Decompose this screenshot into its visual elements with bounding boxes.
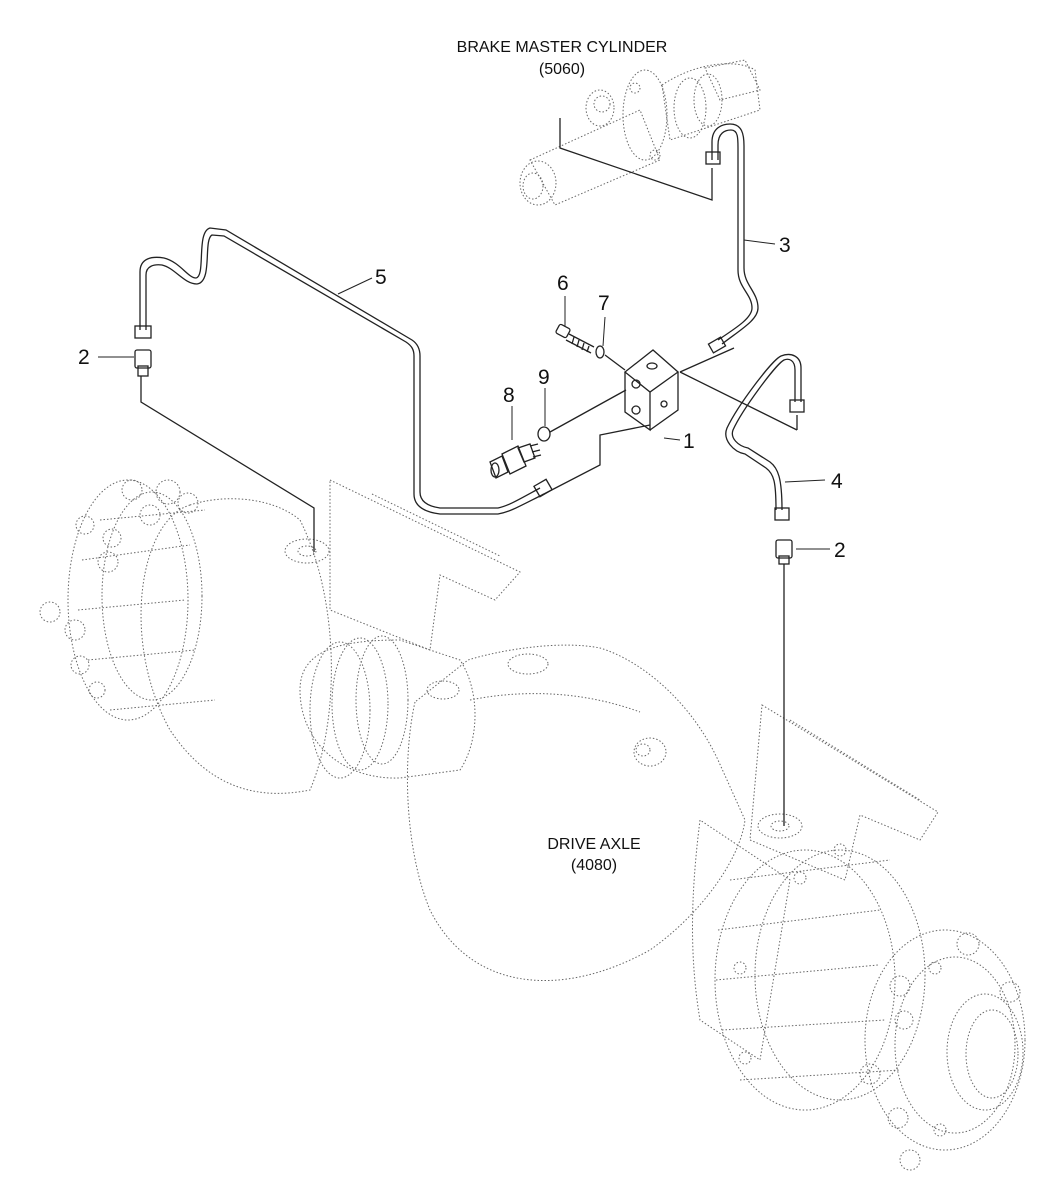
callout-7: 7 xyxy=(598,292,610,315)
callout-2-left: 2 xyxy=(78,346,90,369)
callout-1: 1 xyxy=(683,430,695,453)
callout-leaders xyxy=(98,239,830,550)
drive-axle-code: (4080) xyxy=(571,857,617,874)
callout-6: 6 xyxy=(557,272,569,295)
o-ring-9[interactable] xyxy=(537,389,627,442)
brake-tube-5[interactable] xyxy=(134,227,553,515)
washer-7[interactable] xyxy=(595,345,626,371)
callout-4: 4 xyxy=(831,470,843,493)
brake-tube-4[interactable] xyxy=(725,353,805,521)
callout-5: 5 xyxy=(375,266,387,289)
master-cylinder-port-line xyxy=(559,118,713,201)
callout-9: 9 xyxy=(538,366,550,389)
fitting-2-left[interactable] xyxy=(134,349,315,552)
pressure-switch-8[interactable] xyxy=(489,443,542,479)
drive-axle-name: DRIVE AXLE xyxy=(547,836,640,853)
callout-2-right: 2 xyxy=(834,539,846,562)
fitting-2-right[interactable] xyxy=(775,539,793,826)
callout-3: 3 xyxy=(779,234,791,257)
callout-8: 8 xyxy=(503,384,515,407)
master-cylinder-name: BRAKE MASTER CYLINDER xyxy=(457,39,668,56)
master-cylinder-outline xyxy=(519,59,761,206)
brake-valve-block-1[interactable] xyxy=(541,347,798,496)
master-cylinder-code: (5060) xyxy=(539,61,585,78)
brake-tube-3[interactable] xyxy=(705,123,759,354)
bolt-6[interactable] xyxy=(555,323,595,354)
drive-axle-outline xyxy=(39,479,1026,1171)
